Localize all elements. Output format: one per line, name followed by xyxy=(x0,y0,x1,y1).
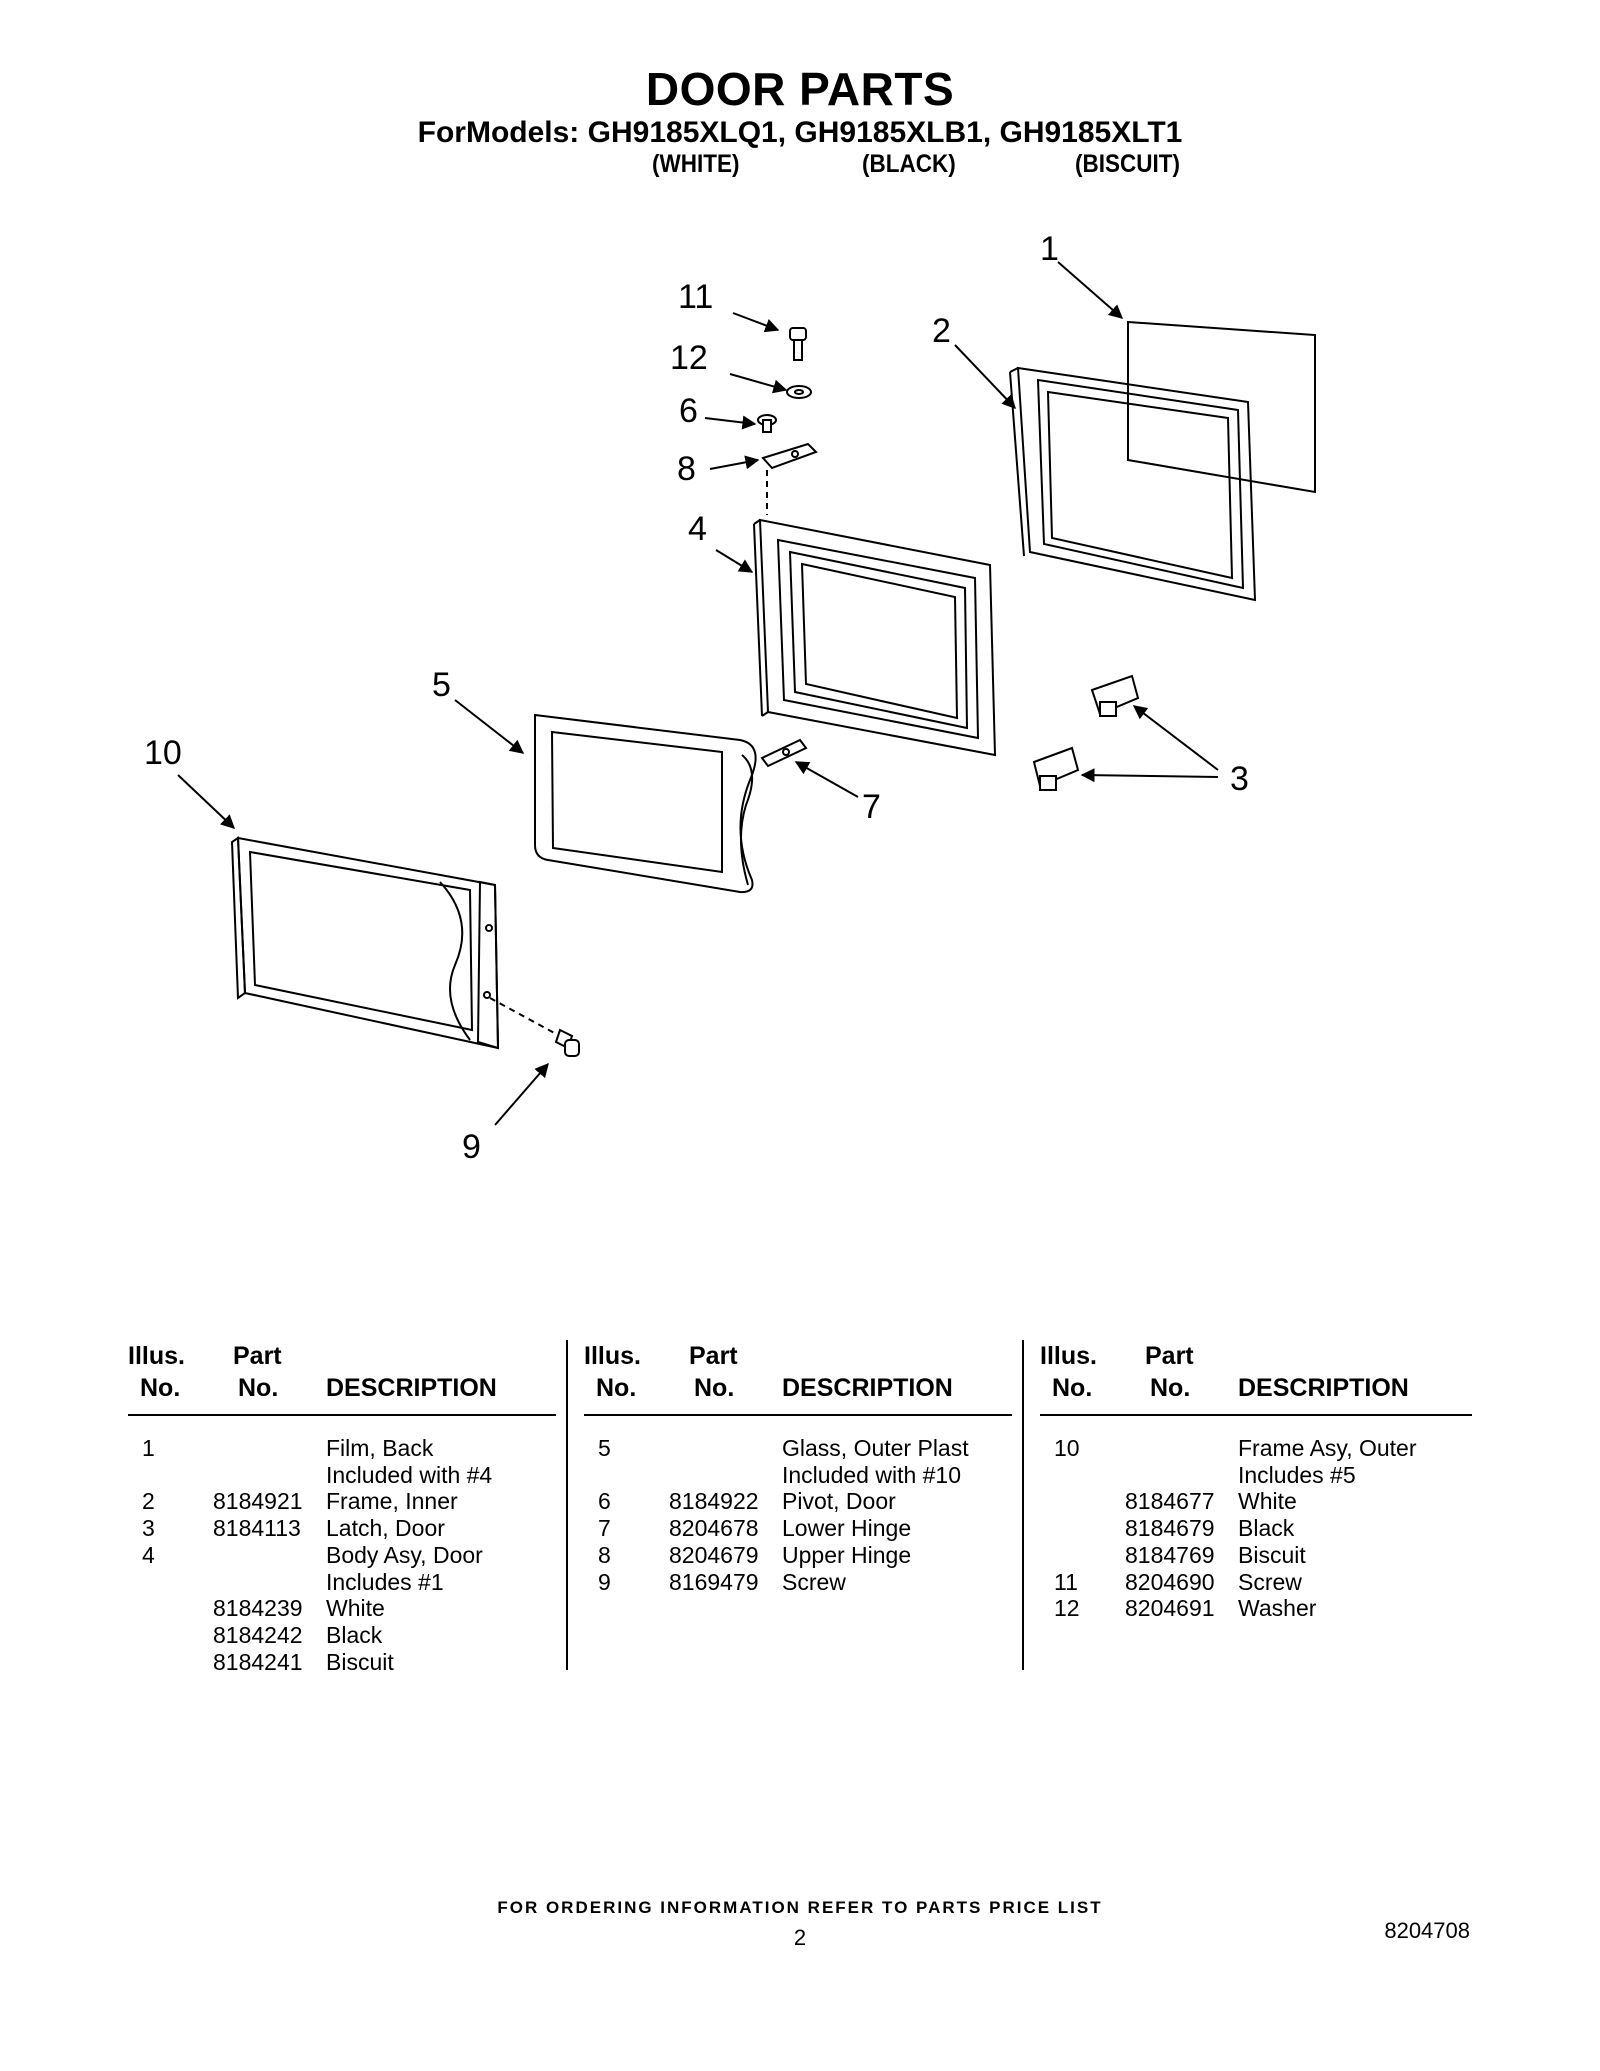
callout-7: 7 xyxy=(862,788,881,826)
description-cell: White xyxy=(1238,1488,1297,1515)
illus-no-cell: 12 xyxy=(1054,1595,1080,1622)
description-cell: Black xyxy=(1238,1515,1295,1542)
upper-hinge-8-part xyxy=(761,442,818,470)
illus-no-cell: 6 xyxy=(598,1488,611,1515)
callout-2: 2 xyxy=(932,312,951,350)
illus-no-cell: 7 xyxy=(598,1515,611,1542)
illus-no-header: Illus. No. xyxy=(584,1342,641,1402)
latch-upper-3-part xyxy=(1090,674,1140,717)
description-cell: Biscuit xyxy=(1238,1541,1306,1568)
description-cell: Lower Hinge xyxy=(782,1515,912,1542)
description-cell: Film, Back xyxy=(326,1435,434,1461)
description-cell: Frame, Inner xyxy=(326,1488,458,1515)
part-no-header: Part No. xyxy=(1145,1342,1194,1402)
description-cell: Frame Asy, Outer xyxy=(1238,1435,1417,1461)
description-header: DESCRIPTION xyxy=(782,1374,953,1402)
illus-no-header: Illus. No. xyxy=(128,1342,185,1402)
screw-9-dashed-line xyxy=(489,997,559,1036)
part-no-cell: 8204691 xyxy=(1125,1595,1215,1622)
description-cell: Includes #1 xyxy=(326,1568,444,1595)
outer-frame-part xyxy=(230,836,500,1050)
description-cell: Screw xyxy=(1238,1568,1302,1595)
washer-12-part xyxy=(786,385,812,399)
description-cell: Black xyxy=(326,1621,383,1648)
door-parts-diagram: 1 2 3 4 5 6 7 8 9 10 11 12 xyxy=(144,230,1316,1166)
parts-column-1: Illus. No. Part No. DESCRIPTION 1 Film, B… xyxy=(128,1340,560,1675)
illus-no-cell: 3 xyxy=(142,1515,155,1542)
callout-10: 10 xyxy=(144,734,182,772)
part-no-cell: 8204678 xyxy=(669,1515,759,1542)
description-cell: Included with #4 xyxy=(326,1461,493,1488)
illus-no-cell: 1 xyxy=(142,1435,155,1461)
illus-no-cell: 4 xyxy=(142,1541,155,1568)
color-label-biscuit: (BISCUIT) xyxy=(1075,150,1180,178)
callout-9: 9 xyxy=(462,1128,481,1166)
part-no-cell: 8204679 xyxy=(669,1541,759,1568)
door-body-part xyxy=(753,518,997,757)
header-rule xyxy=(128,1414,556,1416)
part-no-cell: 8184677 xyxy=(1125,1488,1215,1515)
part-no-header: Part No. xyxy=(233,1342,282,1402)
ordering-note: FOR ORDERING INFORMATION REFER TO PARTS … xyxy=(497,1898,1103,1917)
description-cell: Screw xyxy=(782,1568,846,1595)
parts-column-3: Illus. No. Part No. DESCRIPTION 10 Frame … xyxy=(1040,1340,1472,1670)
screw-11-part xyxy=(789,327,807,361)
description-cell: Pivot, Door xyxy=(782,1488,896,1515)
callout-1: 1 xyxy=(1040,230,1059,268)
header-rule xyxy=(1040,1414,1472,1416)
page-title: DOOR PARTS xyxy=(645,63,955,115)
parts-column-2: Illus. No. Part No. DESCRIPTION 5 Glass, … xyxy=(584,1340,1016,1670)
illus-no-header: Illus. No. xyxy=(1040,1342,1097,1402)
description-cell: Glass, Outer Plast xyxy=(782,1435,969,1461)
illus-no-cell: 2 xyxy=(142,1488,155,1515)
description-header: DESCRIPTION xyxy=(1238,1374,1409,1402)
pivot-6-part xyxy=(757,414,777,433)
document-number: 8204708 xyxy=(1384,1918,1470,1943)
color-label-black: (BLACK) xyxy=(862,150,956,178)
column-divider xyxy=(1022,1340,1024,1670)
callout-8: 8 xyxy=(677,450,696,488)
header-rule xyxy=(584,1414,1012,1416)
description-cell: Latch, Door xyxy=(326,1515,445,1542)
illus-no-cell: 11 xyxy=(1054,1568,1078,1595)
column-divider xyxy=(566,1340,568,1670)
callout-6: 6 xyxy=(679,392,698,430)
description-cell: Included with #10 xyxy=(782,1461,962,1488)
callout-5: 5 xyxy=(432,666,451,704)
illus-no-cell: 10 xyxy=(1054,1435,1080,1461)
description-cell: Body Asy, Door xyxy=(326,1541,483,1568)
page-number: 2 xyxy=(793,1925,807,1950)
part-no-header: Part No. xyxy=(689,1342,738,1402)
callout-arrows xyxy=(177,261,1219,1126)
models-line: ForModels: GH9185XLQ1, GH9185XLB1, GH918… xyxy=(417,116,1183,149)
description-cell: Washer xyxy=(1238,1595,1317,1622)
color-label-white: (WHITE) xyxy=(652,150,740,178)
part-no-cell: 8184242 xyxy=(213,1621,303,1648)
illus-no-cell: 9 xyxy=(598,1568,611,1595)
callout-4: 4 xyxy=(688,510,707,548)
screw-9-part xyxy=(554,1028,580,1057)
part-no-cell: 8184241 xyxy=(213,1648,303,1675)
outer-glass-part xyxy=(534,713,757,894)
illus-no-cell: 8 xyxy=(598,1541,611,1568)
part-no-cell: 8184239 xyxy=(213,1595,303,1622)
latch-lower-3-part xyxy=(1032,746,1080,791)
callout-12: 12 xyxy=(670,339,708,377)
description-header: DESCRIPTION xyxy=(326,1374,497,1402)
callout-11: 11 xyxy=(678,278,713,316)
description-cell: Includes #5 xyxy=(1238,1461,1356,1488)
description-cell: Upper Hinge xyxy=(782,1541,912,1568)
illus-no-cell: 5 xyxy=(598,1435,611,1461)
part-no-cell: 8184922 xyxy=(669,1488,759,1515)
part-no-cell: 8184679 xyxy=(1125,1515,1215,1542)
description-cell: White xyxy=(326,1595,385,1622)
part-no-cell: 8184769 xyxy=(1125,1541,1215,1568)
part-no-cell: 8184921 xyxy=(213,1488,303,1515)
callout-3: 3 xyxy=(1230,760,1249,798)
part-no-cell: 8184113 xyxy=(213,1515,301,1542)
description-cell: Biscuit xyxy=(326,1648,394,1675)
part-no-cell: 8204690 xyxy=(1125,1568,1215,1595)
lower-hinge-7-part xyxy=(760,738,808,768)
part-no-cell: 8169479 xyxy=(669,1568,759,1595)
